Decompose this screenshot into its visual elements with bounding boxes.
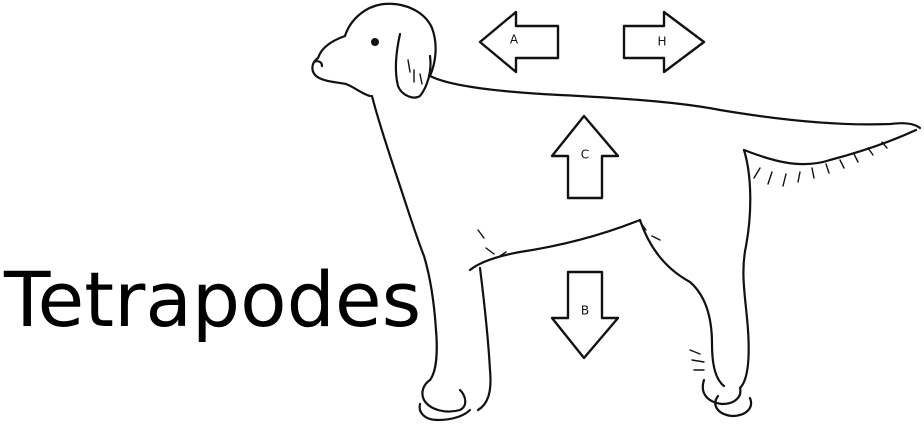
- fur-texture: [407, 59, 888, 371]
- arrow-ventral: B: [550, 270, 620, 360]
- arrow-dorsal: C: [550, 114, 620, 200]
- page-title: Tetrapodes: [4, 255, 422, 344]
- arrow-anterior: A: [478, 10, 560, 74]
- arrow-ventral-label: B: [581, 304, 589, 318]
- arrow-dorsal-label: C: [581, 148, 589, 162]
- dog-outline: [311, 2, 922, 422]
- arrow-posterior: H: [622, 10, 706, 74]
- arrow-anterior-label: A: [510, 33, 519, 47]
- arrow-posterior-label: H: [657, 35, 666, 49]
